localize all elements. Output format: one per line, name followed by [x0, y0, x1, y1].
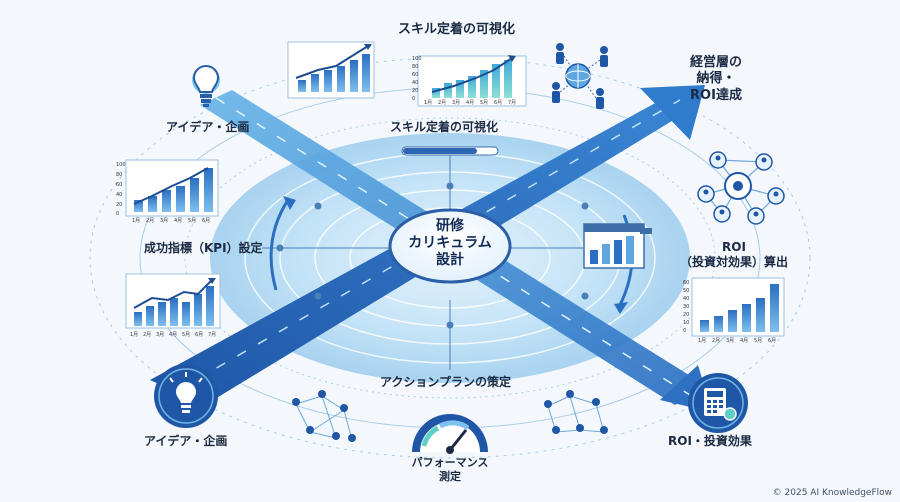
calculator-icon: [688, 373, 748, 433]
label-performance: パフォーマンス 測定: [406, 456, 494, 484]
chart-left-lower-xtick: 7月: [208, 332, 216, 338]
chart-left-upper-xtick: 5月: [188, 218, 196, 224]
chart-right-lower-ytick: 40: [683, 296, 689, 302]
chart-right-lower-ytick: 0: [683, 328, 686, 334]
chart-top-left: [287, 41, 375, 99]
chart-right-lower-ytick: 20: [683, 312, 689, 318]
chart-top-center-xtick: 6月: [494, 100, 502, 106]
chart-left-upper-ytick: 100: [116, 162, 126, 168]
chart-left-upper-xtick: 6月: [202, 218, 210, 224]
chart-right-lower-ytick: 30: [683, 304, 689, 310]
chart-left-lower: 1月 2月 3月 4月 5月 6月 7月: [125, 273, 221, 338]
chart-top-center-ytick: 60: [412, 72, 418, 78]
label-performance-line1: パフォーマンス: [411, 456, 489, 469]
chart-top-center-xtick: 3月: [452, 100, 460, 106]
chart-right-lower-xtick: 4月: [740, 338, 748, 344]
chart-top-center-xtick: 4月: [466, 100, 474, 106]
copyright: © 2025 AI KnowledgeFlow: [772, 488, 892, 498]
chart-top-center-ytick: 80: [412, 64, 418, 70]
center-label-line2: カリキュラム: [408, 234, 492, 251]
label-goal-line1: 経営層の: [690, 55, 743, 70]
label-performance-line2: 測定: [439, 469, 461, 483]
chart-right-lower-xtick: 1月: [698, 338, 706, 344]
skill-progress-bar: [401, 146, 499, 156]
label-goal-line2: 納得・: [696, 71, 736, 87]
chart-right-lower-xtick: 2月: [712, 338, 720, 344]
connector-lines: [262, 150, 604, 370]
chart-top-center-xtick: 1月: [424, 100, 432, 106]
chart-right-lower: 60 50 40 30 20 10 0 1月 2月 3月 4月 5月 6月: [683, 277, 785, 344]
label-skill-inner: スキル定着の可視化: [390, 120, 499, 134]
label-goal-line3: ROI達成: [690, 87, 742, 103]
label-goal: 経営層の 納得・ ROI達成: [690, 55, 742, 104]
chart-top-center-ytick: 0: [412, 96, 415, 102]
chart-left-upper: 100 80 60 40 20 0 1月 2月 3月 4月 5月 6月: [116, 159, 219, 224]
center-label-line3: 設計: [436, 251, 464, 268]
chart-top-center-xtick: 7月: [508, 100, 516, 106]
dashboard-card: [583, 223, 652, 269]
chart-right-lower-ytick: 50: [683, 288, 689, 294]
idea-circle-icon: [154, 364, 218, 428]
team-network-icon: [552, 43, 608, 109]
center-label: 研修 カリキュラム 設計: [400, 218, 500, 268]
lightbulb-icon: [192, 65, 220, 107]
center-node: [388, 208, 512, 284]
chart-right-lower-ytick: 60: [683, 280, 689, 286]
chart-left-lower-xtick: 1月: [130, 332, 138, 338]
chart-left-upper-ytick: 40: [116, 192, 122, 198]
label-roi-calc-line2: （投資対効果）算出: [680, 255, 789, 269]
label-roi-calc: ROI （投資対効果）算出: [680, 240, 788, 270]
chart-left-upper-ytick: 60: [116, 182, 122, 188]
chart-left-upper-ytick: 20: [116, 202, 122, 208]
chart-left-upper-xtick: 2月: [146, 218, 154, 224]
label-idea-top: アイデア・企画: [166, 120, 250, 134]
chart-left-upper-xtick: 1月: [132, 218, 140, 224]
chart-left-lower-xtick: 6月: [195, 332, 203, 338]
center-label-line1: 研修: [436, 218, 464, 234]
label-roi-calc-line1: ROI: [722, 240, 746, 254]
chart-top-center-ytick: 100: [412, 56, 422, 62]
label-idea-bottom: アイデア・企画: [144, 434, 228, 448]
people-network-icon-right: [544, 390, 608, 434]
chart-right-lower-xtick: 5月: [754, 338, 762, 344]
gauge-icon: [412, 414, 488, 454]
chart-left-upper-ytick: 80: [116, 172, 122, 178]
chart-left-lower-xtick: 2月: [143, 332, 151, 338]
chart-top-center: 100 80 60 40 20 0 1月 2月 3月 4月 5月 6月 7月: [412, 55, 527, 107]
label-action: アクションプランの策定: [380, 375, 512, 389]
chart-left-upper-xtick: 4月: [174, 218, 182, 224]
label-skill-top: スキル定着の可視化: [398, 22, 516, 37]
chart-top-center-ytick: 40: [412, 80, 418, 86]
chart-top-center-ytick: 20: [412, 88, 418, 94]
chart-left-lower-xtick: 4月: [169, 332, 177, 338]
chart-right-lower-xtick: 6月: [768, 338, 776, 344]
chart-right-lower-ytick: 10: [683, 320, 689, 326]
label-kpi: 成功指標（KPI）設定: [144, 241, 263, 255]
network-gear-icon: [697, 151, 785, 225]
chart-left-upper-xtick: 3月: [160, 218, 168, 224]
chart-left-lower-xtick: 5月: [182, 332, 190, 338]
people-network-icon-left: [292, 390, 356, 442]
chart-left-lower-xtick: 3月: [156, 332, 164, 338]
chart-left-upper-ytick: 0: [116, 211, 119, 217]
chart-right-lower-xtick: 3月: [726, 338, 734, 344]
chart-top-center-xtick: 2月: [438, 100, 446, 106]
label-roi-invest: ROI・投資効果: [668, 434, 752, 448]
chart-top-center-xtick: 5月: [480, 100, 488, 106]
